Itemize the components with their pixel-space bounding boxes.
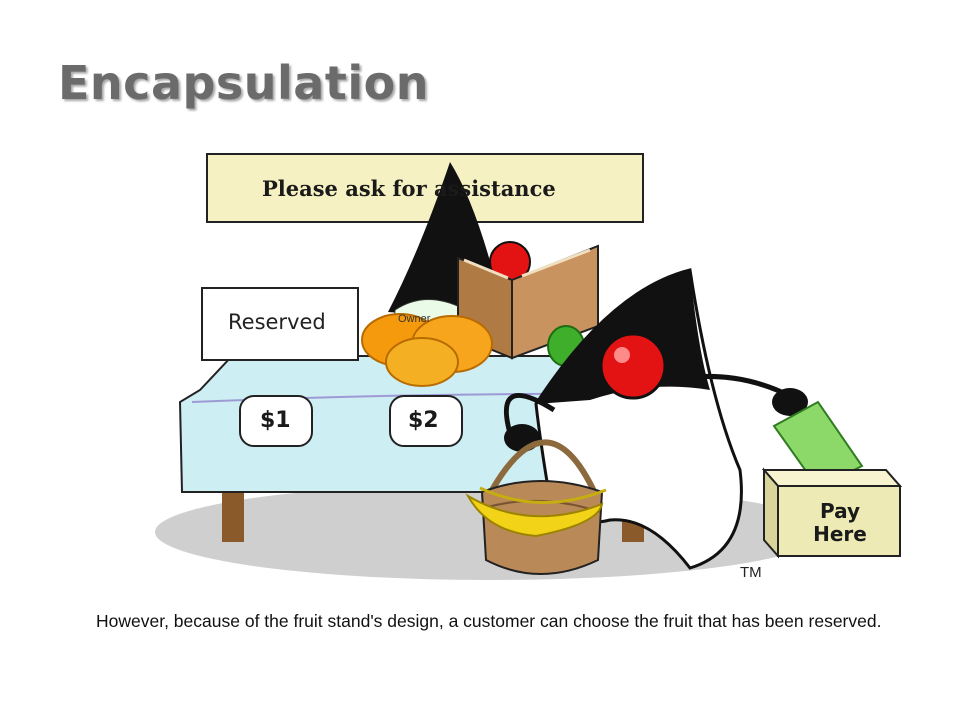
book-pages [463, 248, 591, 280]
price-tag-2 [389, 395, 463, 447]
trademark-mark: TM [740, 564, 762, 581]
price-tag-1 [239, 395, 313, 447]
bananas-2 [479, 486, 607, 504]
money-bill [772, 400, 864, 490]
pay-box-text: Pay Here [813, 499, 867, 546]
bananas [465, 493, 604, 538]
customer-duke-arm [661, 373, 792, 399]
customer-duke-nose [599, 332, 667, 400]
orange-fruit-pile [361, 313, 493, 387]
reserved-card-text: Reserved [228, 310, 326, 334]
customer-duke-hand-right [772, 388, 808, 416]
price-tag-1-text: $1 [260, 408, 291, 433]
reserved-card [201, 287, 359, 361]
slide-caption: However, because of the fruit stand's de… [96, 611, 882, 631]
customer-duke-arm-left [503, 392, 556, 441]
customer-duke-nose-shine [614, 347, 630, 363]
pay-box [777, 485, 901, 557]
table-leg-left [222, 490, 244, 542]
price-tag-2-text: $2 [408, 408, 439, 433]
assistance-sign [206, 153, 644, 223]
pay-box-top [761, 469, 903, 487]
owner-badge-text: Owner [398, 313, 431, 325]
fruit-stand-illustration: Please ask for assistance Reserved $1 $2… [50, 140, 950, 600]
customer-duke-hand-left [504, 424, 540, 452]
illustration-drawing [155, 153, 903, 580]
assistance-sign-text: Please ask for assistance [262, 176, 556, 201]
pay-box-side [763, 467, 779, 559]
slide-title: Encapsulation [58, 56, 429, 110]
basket-handle [489, 439, 601, 502]
